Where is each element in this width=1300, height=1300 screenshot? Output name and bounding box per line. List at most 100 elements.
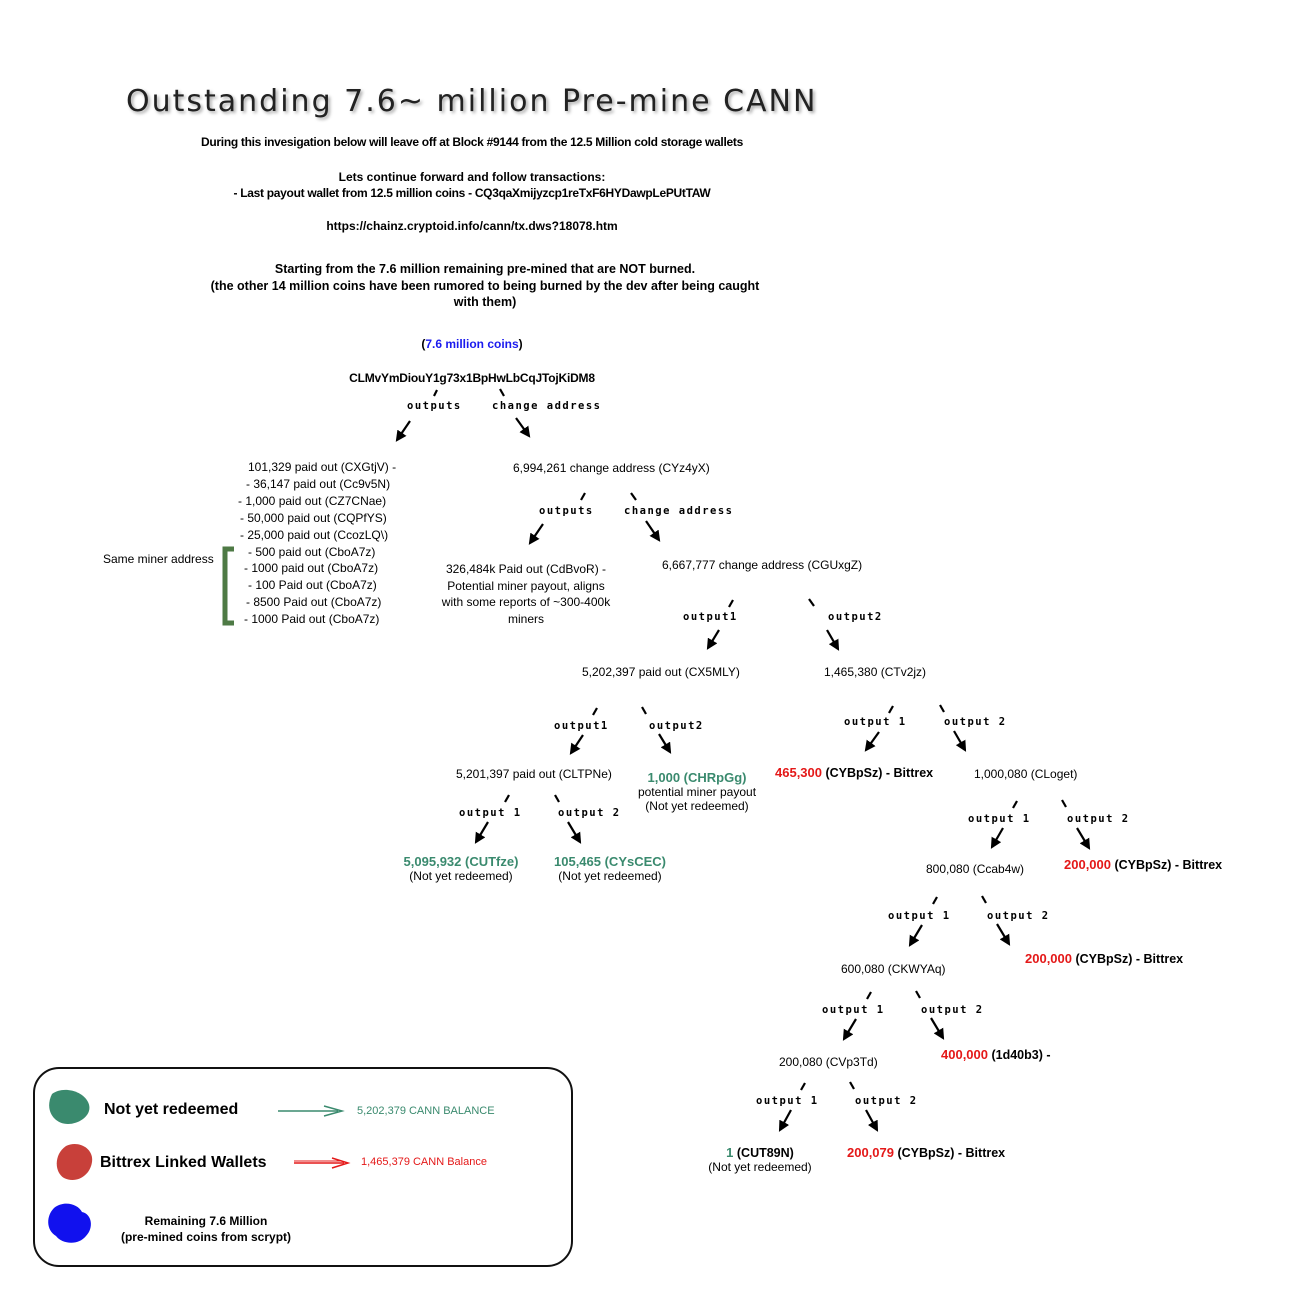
node-address: (CUT89N) (736, 1146, 794, 1160)
root-coins-close: ) (518, 337, 523, 351)
node-amount: 400,000 (941, 1047, 988, 1062)
node-cutfze-amount: 5,095,932 (CUTfze) (403, 854, 519, 869)
arrow-tick (580, 492, 586, 501)
green-arrow-icon (278, 1105, 345, 1117)
payout-item: - 1000 paid out (CboA7z) (244, 561, 379, 576)
payout-item: - 50,000 paid out (CQPfYS) (240, 510, 387, 525)
node-1d40b3: 400,000 (1d40b3) - (941, 1047, 1051, 1062)
arrow-output-1 (842, 1018, 857, 1041)
node-address: (1d40b3) - (991, 1048, 1051, 1062)
node-cybpsz-200079: 200,079 (CYBpSz) - Bittrex (847, 1145, 1005, 1160)
node-amount: 200,079 (847, 1145, 894, 1160)
arrow-tick (630, 492, 637, 501)
node-cyscec-amount: 105,465 (CYsCEC) (554, 854, 666, 869)
edge-label-output-1: output 1 (822, 1004, 885, 1016)
node-cyscec-status: (Not yet redeemed) (558, 869, 662, 883)
arrow-tick (1012, 800, 1018, 809)
root-coins: (7.6 million coins) (0, 337, 944, 351)
arrow-output1 (706, 629, 720, 650)
green-blob-icon (49, 1089, 90, 1124)
payout-item: 101,329 paid out (CXGtjV) - (248, 460, 397, 474)
arrow-tick (888, 705, 894, 714)
red-blob-icon (56, 1143, 93, 1181)
intro-url: https://chainz.cryptoid.info/cann/tx.dws… (326, 219, 618, 233)
intro-line-2: Lets continue forward and follow transac… (338, 170, 606, 184)
arrow-output-2 (996, 923, 1011, 946)
node-paid-cltpne: 5,201,397 paid out (CLTPNe) (456, 767, 612, 781)
node-ckwyaq: 600,080 (CKWYAq) (841, 962, 946, 976)
same-miner-bracket (222, 546, 234, 626)
arrow-output-1 (864, 731, 880, 752)
root-coins-open: ( (421, 337, 426, 351)
node-paid-cx5mly: 5,202,397 paid out (CX5MLY) (582, 665, 740, 679)
edge-label-output-2: output 2 (944, 716, 1007, 728)
edge-label-output-2: output 2 (1067, 813, 1130, 825)
node-miner-payout-line: 326,484k Paid out (CdBvoR) - (445, 562, 607, 576)
arrow-output2 (658, 733, 672, 754)
legend-bittrex: Bittrex Linked Wallets (100, 1154, 267, 1171)
edge-label-output1: output1 (554, 720, 609, 732)
node-address: (CYBpSz) - Bittrex (1075, 952, 1184, 966)
payout-item: - 8500 Paid out (CboA7z) (246, 595, 382, 610)
arrow-tick (592, 707, 598, 716)
legend-box (33, 1067, 573, 1267)
arrow-output-1 (474, 821, 489, 844)
edge-label-outputs: outputs (407, 400, 462, 412)
arrow-outputs (528, 523, 544, 545)
node-amount: 465,300 (775, 765, 822, 780)
arrow-output-1 (908, 924, 923, 947)
node-change-cguxgz: 6,667,777 change address (CGUxgZ) (662, 558, 863, 572)
edge-label-outputs: outputs (539, 505, 594, 517)
arrow-tick (808, 598, 815, 607)
node-cyscec: 105,465 (CYsCEC) (Not yet redeemed) (538, 854, 682, 883)
arrow-output-2 (865, 1109, 879, 1132)
start-line-2: (the other 14 million coins have been ru… (210, 279, 760, 293)
arrow-output1 (569, 734, 584, 755)
arrow-tick (554, 794, 560, 803)
arrow-tick (641, 706, 647, 715)
start-line-3: with them) (453, 295, 517, 309)
arrow-tick (939, 704, 945, 713)
arrow-tick (849, 1081, 855, 1090)
legend-bittrex-balance: 1,465,379 CANN Balance (361, 1156, 487, 1168)
node-ctv2jz: 1,465,380 (CTv2jz) (824, 665, 927, 679)
node-amount: 1 (726, 1145, 734, 1160)
payout-item: - 1000 Paid out (CboA7z) (244, 612, 380, 627)
arrow-tick (800, 1082, 806, 1091)
arrow-output-1 (990, 827, 1004, 849)
edge-label-output2: output2 (649, 720, 704, 732)
edge-label-output-1: output 1 (888, 910, 951, 922)
legend-remaining-line2: (pre-mined coins from scrypt) (120, 1230, 292, 1244)
arrow-tick (981, 895, 987, 904)
arrow-output-2 (567, 821, 582, 844)
node-cvp3td: 200,080 (CVp3Td) (779, 1055, 878, 1069)
payout-item: - 100 Paid out (CboA7z) (248, 578, 377, 593)
arrow-output-2 (953, 730, 967, 752)
root-address: CLMvYmDiouY1g73x1BpHwLbCqJTojKiDM8 (349, 371, 595, 385)
arrow-tick (504, 794, 510, 803)
node-chrpgg: 1,000 (CHRpGg) potential miner payout (N… (626, 770, 768, 813)
node-ccab4w: 800,080 (Ccab4w) (926, 862, 1025, 876)
node-cybpsz-200000-a: 200,000 (CYBpSz) - Bittrex (1064, 857, 1222, 872)
node-cut89n: 1 (CUT89N) (Not yet redeemed) (696, 1145, 824, 1174)
intro-line-3: - Last payout wallet from 12.5 million c… (233, 186, 711, 200)
edge-label-output-2: output 2 (921, 1004, 984, 1016)
node-cybpsz-200000-b: 200,000 (CYBpSz) - Bittrex (1025, 951, 1183, 966)
payout-item: - 500 paid out (CboA7z) (248, 544, 376, 559)
edge-label-output-2: output 2 (558, 807, 621, 819)
payout-item: - 1,000 paid out (CZ7CNae) (238, 493, 387, 508)
node-chrpgg-note: potential miner payout (637, 785, 757, 799)
node-cut89n-line: 1 (CUT89N) (696, 1145, 824, 1160)
edge-label-change: change address (624, 505, 734, 517)
node-address: (CYBpSz) - Bittrex (825, 766, 934, 780)
node-address: (CYBpSz) - Bittrex (897, 1146, 1006, 1160)
edge-label-output-2: output 2 (987, 910, 1050, 922)
intro-line-1: During this invesigation below will leav… (201, 135, 743, 149)
node-change-cyz4yx: 6,994,261 change address (CYz4yX) (513, 461, 710, 475)
node-miner-payout-line: with some reports of ~300-400k (441, 595, 611, 609)
arrow-outputs (395, 420, 411, 442)
node-cutfze-status: (Not yet redeemed) (409, 869, 513, 883)
edge-label-output1: output1 (683, 611, 738, 623)
payout-list: 101,329 paid out (CXGtjV) - - 36,147 pai… (236, 459, 396, 628)
